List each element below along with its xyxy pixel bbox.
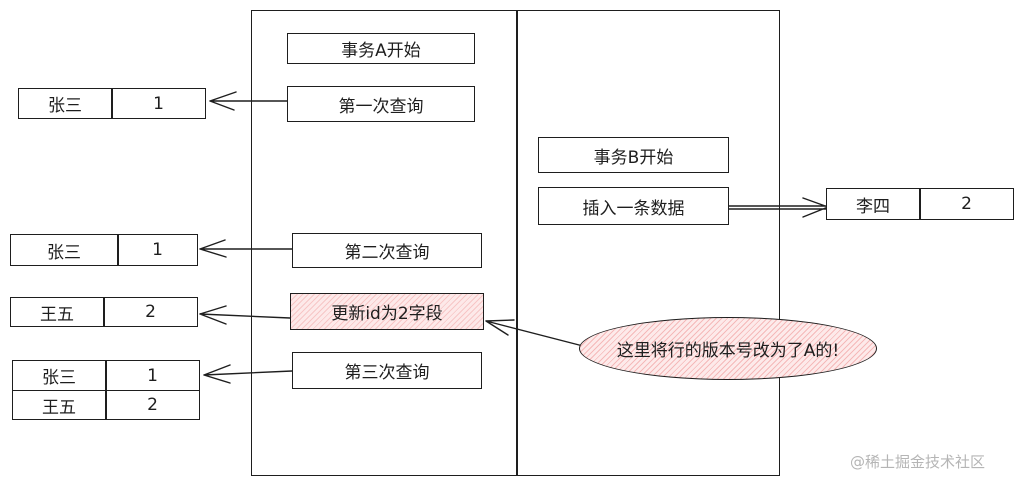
- watermark: @稀土掘金技术社区: [850, 453, 986, 471]
- tx-a-start-label: 事务A开始: [341, 41, 421, 61]
- record-version: 2: [147, 395, 158, 415]
- note-text: 这里将行的版本号改为了A的!: [616, 341, 840, 361]
- tx-a-query2-box: 第二次查询: [292, 233, 482, 268]
- arrow-query2: [199, 239, 293, 258]
- record-divider: [105, 361, 107, 390]
- arrow-query3: [203, 364, 293, 384]
- result-record-query2: 张三 1: [10, 234, 198, 266]
- tx-b-insert-label: 插入一条数据: [582, 198, 685, 219]
- arrow-insert: [728, 197, 829, 218]
- record-divider: [117, 235, 119, 265]
- record-divider: [105, 391, 107, 419]
- record-name: 张三: [47, 242, 81, 263]
- tx-a-query1-label: 第一次查询: [338, 96, 424, 117]
- record-version: 1: [152, 240, 163, 260]
- note-ellipse: 这里将行的版本号改为了A的!: [579, 317, 877, 380]
- tx-a-query1-box: 第一次查询: [287, 86, 475, 122]
- tx-b-start-box: 事务B开始: [538, 137, 729, 173]
- tx-a-update-label: 更新id为2字段: [331, 304, 443, 324]
- tx-b-insert-box: 插入一条数据: [538, 187, 729, 225]
- tx-a-query2-label: 第二次查询: [344, 243, 430, 263]
- tx-a-query3-box: 第三次查询: [292, 352, 482, 389]
- result-record-query3-row2: 王五 2: [12, 390, 200, 420]
- record-version: 2: [145, 302, 156, 322]
- result-record-insert: 李四 2: [826, 188, 1014, 220]
- transaction-frame: [251, 10, 780, 476]
- result-record-query3-row1: 张三 1: [12, 360, 200, 391]
- record-divider: [919, 189, 921, 219]
- record-version: 2: [961, 194, 972, 214]
- record-name: 张三: [48, 96, 82, 116]
- record-version: 1: [147, 365, 158, 386]
- record-name: 王五: [40, 304, 74, 325]
- record-name: 王五: [42, 397, 76, 418]
- record-name: 李四: [856, 196, 890, 217]
- tx-a-update-box: 更新id为2字段: [290, 293, 484, 330]
- tx-a-start-box: 事务A开始: [287, 33, 475, 64]
- record-divider: [111, 89, 113, 118]
- arrow-query1: [209, 91, 288, 111]
- arrow-update: [199, 305, 291, 325]
- tx-a-query3-label: 第三次查询: [344, 363, 430, 383]
- arrow-note: [485, 319, 584, 347]
- record-version: 1: [153, 93, 164, 114]
- record-name: 张三: [42, 368, 76, 388]
- result-record-update: 王五 2: [10, 297, 198, 327]
- column-divider: [516, 11, 518, 475]
- tx-b-start-label: 事务B开始: [593, 147, 674, 168]
- result-record-query1: 张三 1: [18, 88, 206, 119]
- record-divider: [103, 298, 105, 326]
